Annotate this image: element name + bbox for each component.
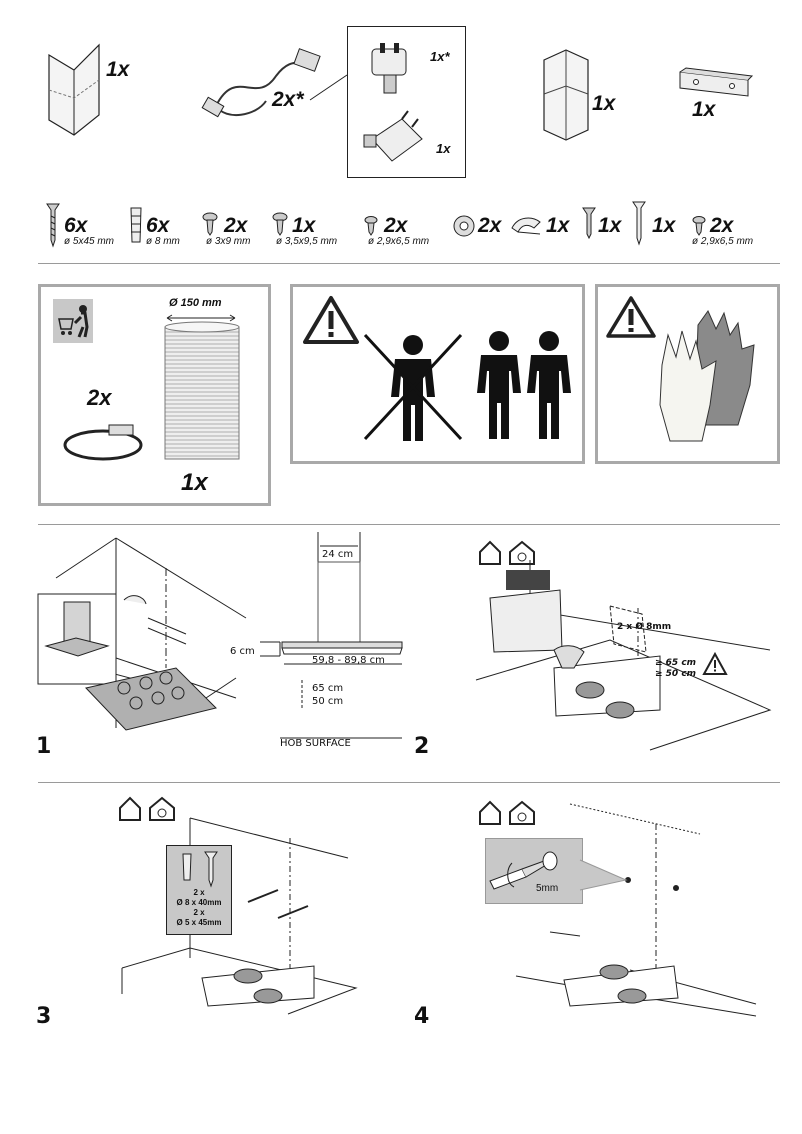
step3-callout-text: 2 x Ø 8 x 40mm 2 x Ø 5 x 45mm xyxy=(167,888,231,928)
uk-plug-qty: 1x* xyxy=(430,49,450,64)
fastener-size-4: ø 3,5x9,5 mm xyxy=(276,236,338,247)
fastener-qty-5: 2x xyxy=(384,214,408,237)
chimney-corner-icon xyxy=(48,43,100,136)
duct-panel: 2x Ø 150 mm 1x xyxy=(38,284,271,506)
screw-flat-icon xyxy=(582,207,596,240)
bracket-icon xyxy=(679,67,754,97)
optional-purchase-icon xyxy=(53,299,93,343)
step4-house-icons xyxy=(479,800,535,825)
step3-number: 3 xyxy=(36,1004,52,1029)
screwdriver-icon xyxy=(489,851,558,890)
washer-icon xyxy=(453,215,475,237)
warning-triangle-small-icon xyxy=(702,651,728,675)
divider xyxy=(38,524,780,525)
fastener-qty-4: 1x xyxy=(292,214,316,237)
flexible-duct-icon xyxy=(164,321,240,460)
single-person-crossed-icon xyxy=(363,333,463,441)
step3-house-icons xyxy=(119,796,175,821)
fastener-size-10: ø 2,9x6,5 mm xyxy=(692,236,754,247)
fastener-size-3: ø 3x9 mm xyxy=(206,236,251,247)
step3-line2: Ø 8 x 40mm xyxy=(176,898,222,907)
step3-fastener-callout: 2 x Ø 8 x 40mm 2 x Ø 5 x 45mm xyxy=(166,845,232,935)
eu-plug-icon xyxy=(363,110,423,162)
step3-line3: 2 x xyxy=(193,908,205,917)
fastener-qty-6: 2x xyxy=(478,214,502,237)
divider xyxy=(38,782,780,783)
step1-dimension-drawing xyxy=(260,532,403,739)
dim-24cm: 24 cm xyxy=(322,549,354,560)
dim-6cm: 6 cm xyxy=(230,646,255,657)
screw-small-icon xyxy=(202,212,218,236)
warning-triangle-icon-2 xyxy=(606,296,656,338)
two-persons-icon xyxy=(477,331,571,439)
fastener-size-2: ø 8 mm xyxy=(146,236,180,247)
dim-width-range: 59,8 - 89,8 cm xyxy=(312,655,385,666)
step2-min-65: ≥ 65 cm xyxy=(655,658,697,668)
chimney-corner-qty: 1x xyxy=(106,58,130,81)
fastener-qty-8: 1x xyxy=(598,214,622,237)
power-cord-icon xyxy=(201,48,321,118)
screw-end-icon xyxy=(692,216,706,236)
fastener-size-5: ø 2,9x6,5 mm xyxy=(368,236,430,247)
two-person-warning-panel xyxy=(290,284,585,464)
step2-drilling-illustration xyxy=(475,560,772,751)
eu-plug-qty: 1x xyxy=(436,141,451,156)
fastener-qty-1: 6x xyxy=(64,214,88,237)
gloves-icon xyxy=(659,309,755,442)
duct-qty: 1x xyxy=(181,469,208,496)
step4-wall-illustration xyxy=(515,803,757,1017)
step3-line4: Ø 5 x 45mm xyxy=(176,918,222,927)
screw-medium-icon xyxy=(272,212,288,236)
fastener-size-1: ø 5x45 mm xyxy=(64,236,115,247)
cable-clip-icon xyxy=(511,217,541,235)
bracket-qty: 1x xyxy=(692,98,716,121)
fastener-qty-2: 6x xyxy=(146,214,170,237)
wall-plug-icon xyxy=(130,207,142,243)
step4-screw-callout: 5mm xyxy=(485,838,583,904)
fastener-qty-7: 1x xyxy=(546,214,570,237)
pointer-line xyxy=(309,74,348,101)
step2-min-50: ≥ 50 cm xyxy=(655,669,697,679)
dimension-arrow-icon xyxy=(166,314,236,322)
step2-holes-label: 2 x Ø 8mm xyxy=(617,622,672,632)
fastener-qty-9: 1x xyxy=(652,214,676,237)
fastener-qty-3: 2x xyxy=(224,214,248,237)
warning-triangle-icon xyxy=(303,296,359,344)
plug-variants-box: 1x* 1x xyxy=(347,26,466,178)
step2-house-icons xyxy=(479,540,535,565)
step1-number: 1 xyxy=(36,734,52,759)
clamp-qty: 2x xyxy=(87,385,112,410)
gloves-warning-panel xyxy=(595,284,780,464)
step3-wall-illustration xyxy=(121,817,358,1015)
step3-line1: 2 x xyxy=(193,888,205,897)
hose-clamp-icon xyxy=(63,424,143,461)
uk-plug-icon xyxy=(371,43,407,94)
step4-number: 4 xyxy=(414,1004,430,1029)
wall-plug-screw-icon xyxy=(182,851,218,888)
fastener-qty-10: 2x xyxy=(710,214,734,237)
hob-surface-label: HOB SURFACE xyxy=(280,738,351,749)
step4-callout-pointer xyxy=(579,859,628,891)
step4-gap-label: 5mm xyxy=(536,883,559,894)
chimney-qty: 1x xyxy=(592,92,616,115)
step2-number: 2 xyxy=(414,734,430,759)
dim-65cm: 65 cm xyxy=(312,683,344,694)
dim-50cm: 50 cm xyxy=(312,696,344,707)
divider xyxy=(38,263,780,264)
step1-room-illustration xyxy=(37,537,247,731)
screw-extra-long-icon xyxy=(632,201,646,246)
power-cord-qty: 2x* xyxy=(272,88,304,111)
duct-diameter: Ø 150 mm xyxy=(169,297,222,309)
screw-long-icon xyxy=(46,203,60,248)
screw-tiny-icon xyxy=(364,216,378,236)
chimney-icon xyxy=(543,49,589,141)
